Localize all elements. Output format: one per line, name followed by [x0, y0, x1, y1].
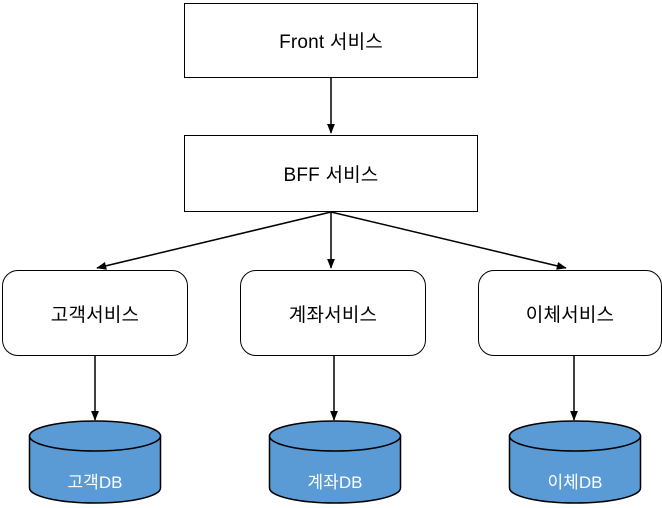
node-front-service-label: Front 서비스 — [279, 32, 383, 53]
node-customer-service-label: 고객서비스 — [50, 304, 140, 326]
cylinder-shape — [268, 420, 402, 504]
edge-bff-to-customer-service — [96, 211, 332, 270]
node-customer-db[interactable]: 고객DB — [28, 420, 162, 504]
cylinder-shape — [28, 420, 162, 504]
node-account-service[interactable]: 계좌서비스 — [240, 270, 426, 356]
cylinder-shape — [508, 420, 642, 504]
node-transfer-service-label: 이체서비스 — [525, 304, 615, 326]
edge-bff-to-transfer-service — [330, 211, 567, 270]
node-bff-service[interactable]: BFF 서비스 — [184, 135, 478, 212]
node-account-db[interactable]: 계좌DB — [268, 420, 402, 504]
node-account-service-label: 계좌서비스 — [288, 304, 378, 326]
node-bff-service-label: BFF 서비스 — [283, 165, 379, 186]
node-customer-service[interactable]: 고객서비스 — [2, 270, 188, 356]
node-transfer-service[interactable]: 이체서비스 — [478, 270, 662, 356]
node-front-service[interactable]: Front 서비스 — [184, 3, 478, 78]
node-transfer-db[interactable]: 이체DB — [508, 420, 642, 504]
